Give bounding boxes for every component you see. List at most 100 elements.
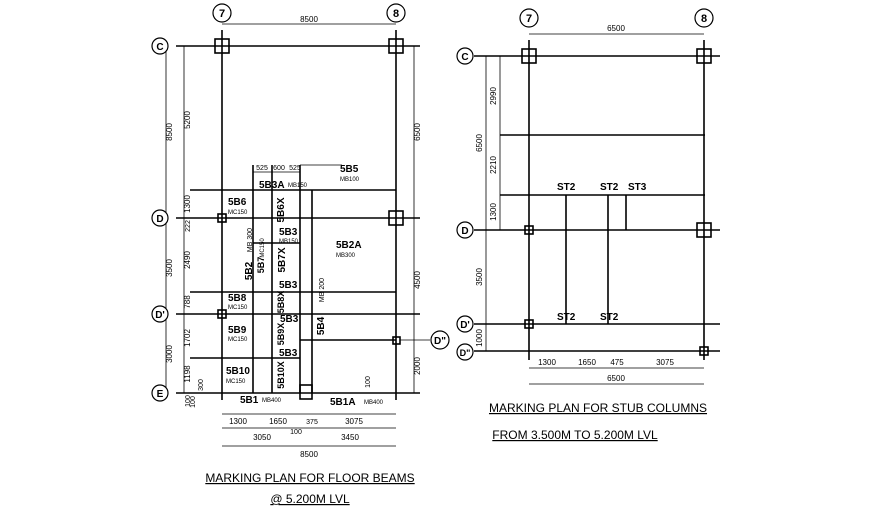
floor-grid-col-8: 8: [386, 3, 406, 23]
column-c8: [388, 38, 404, 54]
dim-bottom-2: 1650: [269, 417, 287, 426]
beam-size-5b3a: MB150: [288, 183, 308, 189]
stub-column-d1: [524, 319, 534, 329]
dim-left-inner-1: 5200: [183, 111, 192, 129]
dim-misc-2: 100: [190, 396, 197, 408]
beam-mark-5b7x: 5B7X: [277, 247, 288, 272]
beam-mark-5b6x: 5B6X: [276, 197, 287, 222]
dim-misc-1: 100: [365, 376, 372, 388]
stub-dim-bottom-total: 6500: [607, 374, 625, 383]
stub-label-st2-4: ST2: [600, 312, 619, 323]
stub-label-st2-2: ST2: [600, 182, 619, 193]
dim-left-inner-3: 222: [185, 220, 192, 232]
stub-column-d7: [524, 225, 534, 235]
floor-grid-row-e-label: E: [157, 389, 164, 400]
stub-dim-left-outer-2: 3500: [475, 268, 484, 286]
beam-mark-5b4: 5B4: [316, 316, 327, 335]
beam-size-5b2a: MB300: [336, 253, 356, 259]
beam-labels: 5B5 MB100 5B3A MB150 5B6 MC150 5B6X 5B3 …: [226, 164, 384, 408]
stub-grid-col-7-label: 7: [526, 13, 532, 25]
dim-left-inner-4: 2490: [183, 251, 192, 269]
dim-bottom-5: 3050: [253, 433, 271, 442]
column-d2: [392, 336, 401, 345]
dim-right-3: 2000: [413, 357, 422, 375]
beam-size-5b4: MB 200: [319, 278, 326, 302]
floor-grid-col-8-label: 8: [393, 8, 399, 20]
dim-beam-top-1: 525: [256, 165, 268, 172]
beam-size-5b6: MC150: [228, 210, 248, 216]
floor-grid-row-c-label: C: [156, 42, 163, 53]
beam-size-5b3-1: MB150: [279, 239, 299, 245]
stub-grid-row-c-label: C: [461, 52, 468, 63]
dim-bottom-total: 8500: [300, 450, 318, 459]
column-d1-7: [217, 309, 227, 319]
stub-grid-row-d: D: [456, 221, 474, 239]
floor-grid-row-c: C: [151, 37, 169, 55]
stub-column-plan: [474, 33, 720, 385]
beam-size-5b1a: MB400: [364, 400, 384, 406]
beam-mark-5b1: 5B1: [240, 395, 259, 406]
dim-beam-top-3: 525: [289, 165, 301, 172]
beam-mark-5b7: 5B7: [256, 257, 266, 274]
beam-mark-5b3-1: 5B3: [279, 227, 298, 238]
stub-grid-col-8-label: 8: [701, 13, 707, 25]
beam-mark-5b3a: 5B3A: [259, 180, 285, 191]
stub-dim-bottom-1: 1300: [538, 358, 556, 367]
dim-left-inner-6: 1702: [183, 329, 192, 347]
dim-bottom-1: 1300: [229, 417, 247, 426]
floor-grid-row-e: E: [151, 384, 169, 402]
dim-left-outer-3: 3000: [165, 345, 174, 363]
stub-label-st2-3: ST2: [557, 312, 576, 323]
beam-mark-5b5: 5B5: [340, 164, 359, 175]
stub-label-st3: ST3: [628, 182, 647, 193]
beam-mark-5b10: 5B10: [226, 366, 250, 377]
beam-mark-5b9x: 5B9X: [276, 323, 286, 346]
dim-bottom-3: 375: [306, 419, 318, 426]
beam-size-5b2: MB 300: [247, 228, 254, 252]
stub-dim-left-inner-1: 2990: [489, 87, 498, 105]
stub-column-d8: [696, 222, 712, 238]
stub-grid-col-8: 8: [694, 8, 714, 28]
stub-column-c7: [521, 48, 537, 64]
stub-labels: ST2 ST2 ST3 ST2 ST2: [557, 182, 647, 323]
beam-size-5b7: MC150: [260, 238, 266, 258]
dim-bottom-6: 100: [290, 429, 302, 436]
stub-column-d2: [699, 346, 709, 356]
beam-size-5b5: MB100: [340, 177, 360, 183]
stub-label-st2-1: ST2: [557, 182, 576, 193]
beam-mark-5b3-4: 5B3: [279, 348, 298, 359]
beam-mark-5b1a: 5B1A: [330, 397, 356, 408]
stub-dim-left-inner-2: 2210: [489, 156, 498, 174]
dim-bottom-4: 3075: [345, 417, 363, 426]
dim-right-2: 4500: [413, 271, 422, 289]
stub-column-c8: [696, 48, 712, 64]
floor-grid-d2: D": [400, 330, 450, 350]
floor-beam-plan: [165, 23, 420, 447]
beam-size-5b8: MC150: [228, 305, 248, 311]
floor-plan-subtitle: @ 5.200M LVL: [270, 492, 350, 506]
beam-size-5b9: MC150: [228, 337, 248, 343]
column-e: [299, 384, 313, 400]
stub-grid-row-d2: D": [456, 343, 474, 361]
dim-left-inner-8: 300: [198, 379, 205, 391]
floor-grid-row-d-label: D: [156, 214, 163, 225]
dim-left-outer-2: 3500: [165, 259, 174, 277]
beam-mark-5b10x: 5B10X: [276, 361, 286, 389]
floor-grid-col-7-label: 7: [219, 8, 225, 20]
stub-grid-col-7: 7: [519, 8, 539, 28]
dim-left-inner-2: 1300: [183, 195, 192, 213]
dim-left-inner-9: 100: [185, 395, 192, 407]
dim-top: 8500: [300, 15, 318, 24]
floor-grid-row-d1-label: D': [155, 310, 165, 321]
stub-plan-title-line2: FROM 3.500M TO 5.200M LVL: [492, 428, 658, 442]
dim-beam-top-2: 600: [273, 165, 285, 172]
stub-grid-row-c: C: [456, 47, 474, 65]
stub-dim-bottom-4: 3075: [656, 358, 674, 367]
stub-dim-left-outer-3: 1000: [475, 329, 484, 347]
dim-left-inner-7: 1198: [183, 365, 192, 383]
stub-grid-row-d1: D': [456, 315, 474, 333]
stub-grid-row-d1-label: D': [460, 320, 470, 331]
beam-size-5b10: MC150: [226, 379, 246, 385]
stub-dim-top: 6500: [607, 24, 625, 33]
